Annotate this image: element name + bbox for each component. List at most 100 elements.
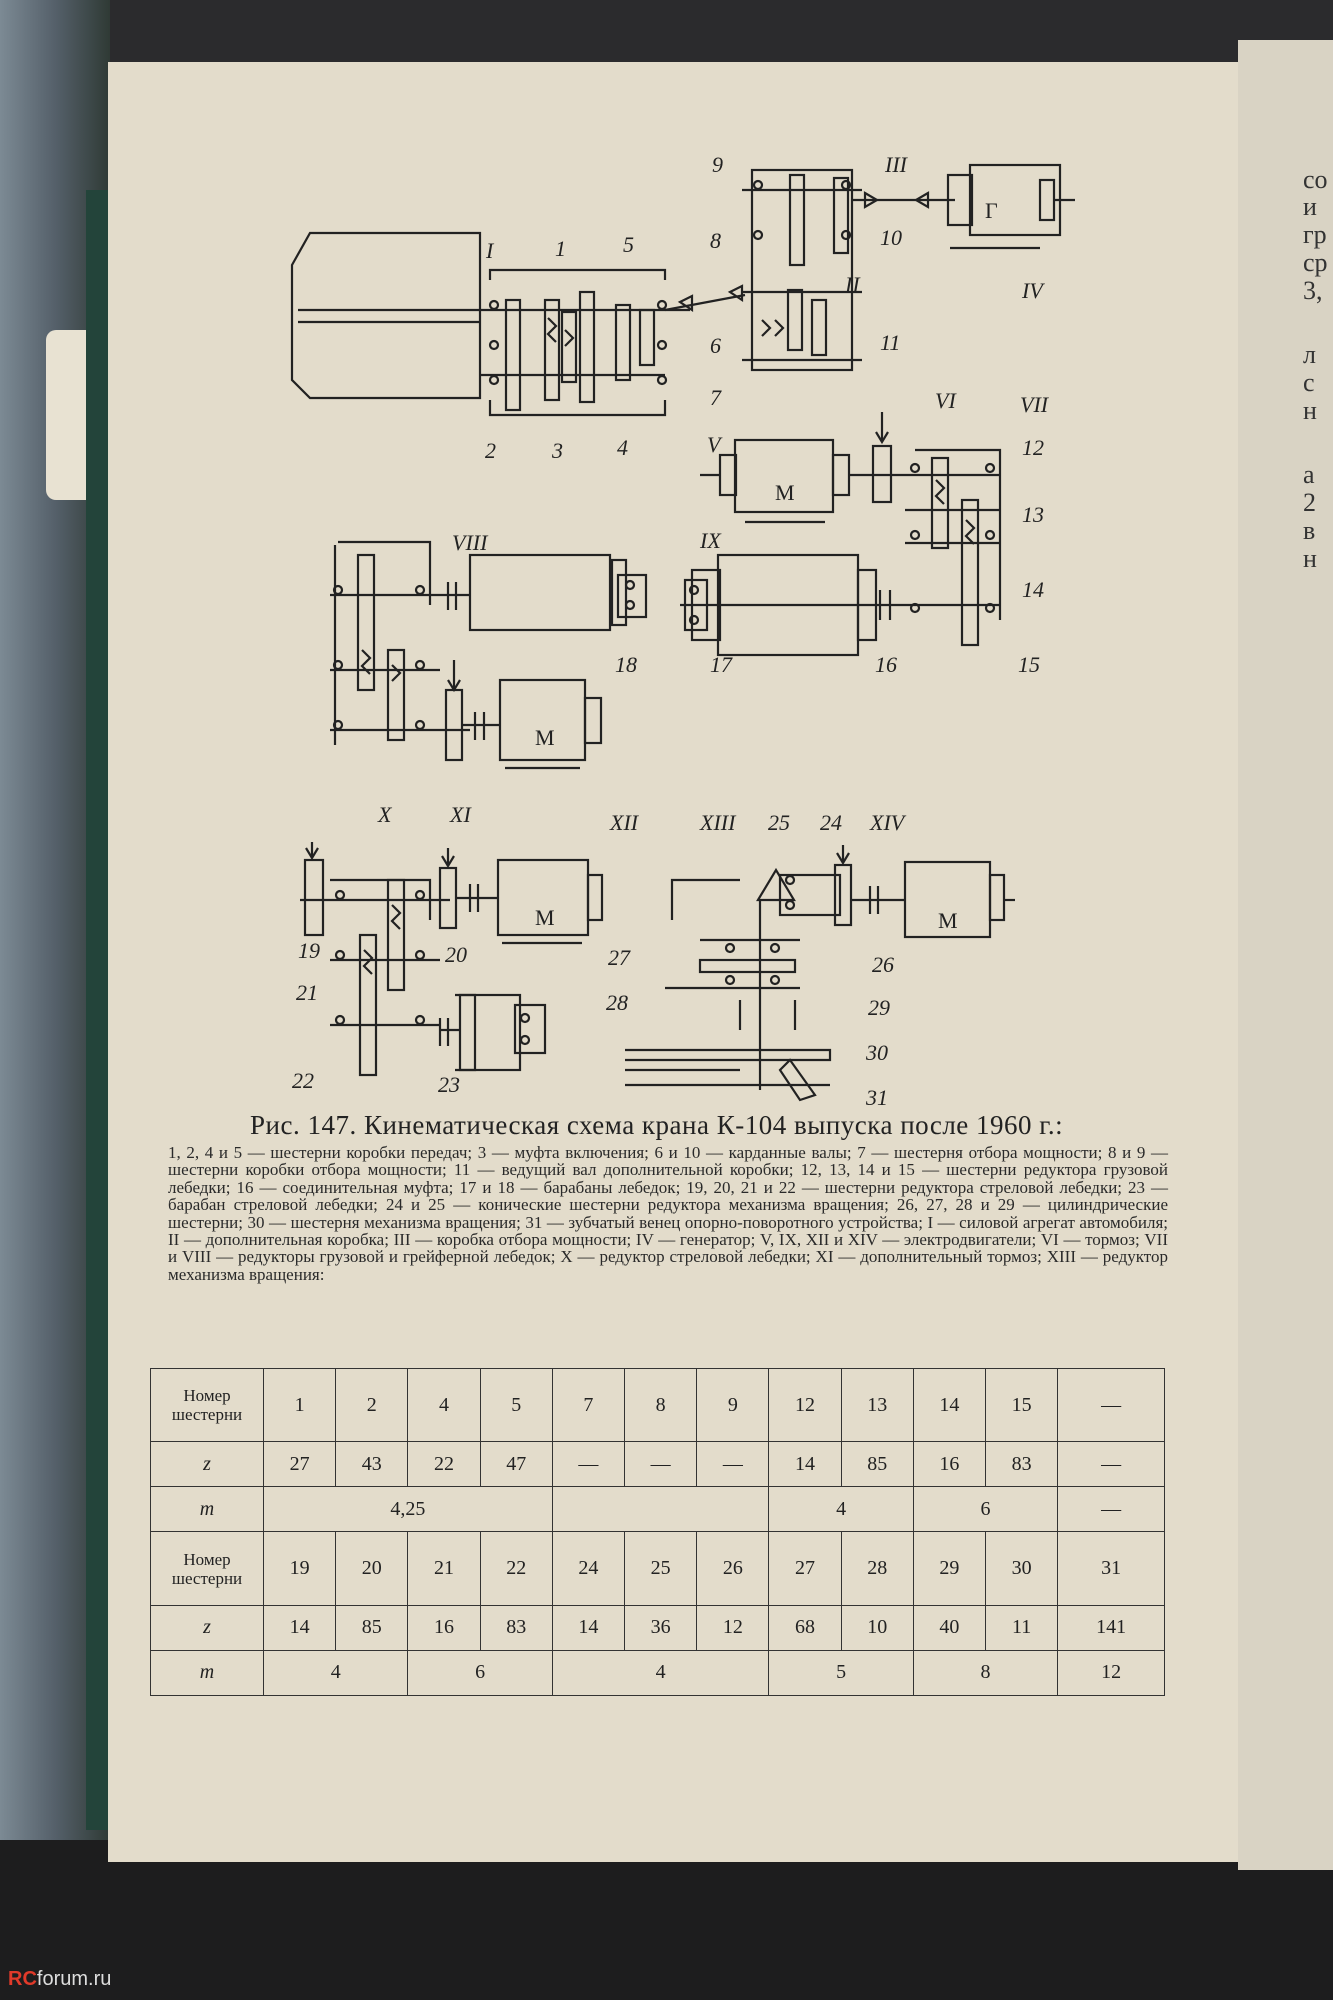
background-bottom bbox=[0, 1840, 1333, 2000]
right-page-text: с bbox=[1303, 368, 1315, 397]
label-9: 9 bbox=[712, 152, 723, 177]
reducer-XIII bbox=[665, 867, 842, 1050]
table-cell: 2 bbox=[335, 1367, 409, 1443]
label-roman-III: III bbox=[884, 152, 909, 177]
drum-18 bbox=[440, 553, 648, 632]
label-roman-XII: XII bbox=[609, 810, 640, 835]
label-15: 15 bbox=[1018, 652, 1040, 677]
row-header-m: m bbox=[150, 1486, 264, 1533]
table-cell: 5 bbox=[768, 1649, 914, 1697]
generator-letter: Г bbox=[985, 198, 998, 223]
label-roman-I: I bbox=[485, 238, 495, 263]
shaft-10 bbox=[852, 191, 955, 209]
reducer-X bbox=[300, 842, 450, 1077]
watermark-brand: RC bbox=[8, 1968, 37, 1990]
label-roman-V: V bbox=[707, 432, 723, 457]
label-24: 24 bbox=[820, 810, 842, 835]
row-header-z: z bbox=[150, 1604, 264, 1651]
table-cell: 24 bbox=[551, 1531, 626, 1606]
table-cell: 83 bbox=[985, 1441, 1059, 1488]
right-page-text: в bbox=[1303, 516, 1316, 545]
right-page: со и гр ср 3, л с н а 2 в н bbox=[1238, 40, 1333, 1870]
generator-IV bbox=[946, 163, 1075, 250]
table-cell: 22 bbox=[479, 1531, 553, 1606]
table-cell: 40 bbox=[912, 1604, 987, 1651]
table-row-m-1: m 4,25 4 6 — bbox=[150, 1486, 1165, 1533]
right-page-text: ср bbox=[1303, 248, 1328, 277]
table-cell: — bbox=[1057, 1486, 1165, 1533]
label-23: 23 bbox=[438, 1072, 460, 1097]
gearbox bbox=[480, 268, 690, 417]
watermark-domain: forum.ru bbox=[36, 1968, 112, 1990]
table-cell: — bbox=[551, 1441, 626, 1488]
site-watermark: RCforum.ru bbox=[8, 1968, 111, 1991]
table-cell: 14 bbox=[262, 1604, 337, 1651]
label-21: 21 bbox=[296, 980, 318, 1005]
label-4: 4 bbox=[617, 435, 628, 460]
table-cell: 15 bbox=[985, 1367, 1059, 1443]
label-3: 3 bbox=[551, 438, 563, 463]
table-cell: 28 bbox=[840, 1531, 914, 1606]
label-roman-VI: VI bbox=[935, 388, 957, 413]
table-row-m-2: m 4 6 4 5 8 12 bbox=[150, 1649, 1165, 1697]
motor-letter: М bbox=[535, 725, 555, 750]
table-cell: 4,25 bbox=[263, 1486, 553, 1533]
table-cell: 27 bbox=[262, 1441, 337, 1488]
table-cell: 14 bbox=[551, 1604, 626, 1651]
motor-letter: М bbox=[938, 908, 958, 933]
table-cell: 4 bbox=[262, 1649, 409, 1697]
label-5: 5 bbox=[623, 232, 634, 257]
table-cell: 29 bbox=[912, 1531, 987, 1606]
table-cell: 8 bbox=[624, 1367, 698, 1443]
drum-23 bbox=[438, 993, 547, 1072]
table-row-gear-numbers-2: Номер шестерни 19 20 21 22 24 25 26 27 2… bbox=[150, 1531, 1165, 1606]
pto-box-II-III bbox=[742, 168, 862, 372]
label-19: 19 bbox=[298, 938, 320, 963]
motor-XIV bbox=[833, 845, 1015, 939]
label-12: 12 bbox=[1022, 435, 1044, 460]
table-cell: 6 bbox=[407, 1649, 553, 1697]
label-13: 13 bbox=[1022, 502, 1044, 527]
figure-caption-title: Рис. 147. Кинематическая схема крана К-1… bbox=[250, 1110, 1064, 1140]
right-page-text: 3, bbox=[1303, 276, 1323, 305]
table-cell: 6 bbox=[912, 1486, 1059, 1533]
row-header-m: m bbox=[150, 1649, 264, 1697]
table-cell: 20 bbox=[335, 1531, 409, 1606]
right-page-text: л bbox=[1303, 340, 1316, 369]
motor-V bbox=[700, 438, 851, 524]
right-page-text: и bbox=[1303, 192, 1317, 221]
label-30: 30 bbox=[865, 1040, 888, 1065]
figure-legend: 1, 2, 4 и 5 — шестерни коробки передач; … bbox=[168, 1143, 1168, 1284]
label-28: 28 bbox=[606, 990, 628, 1015]
table-cell: 85 bbox=[840, 1441, 914, 1488]
table-cell: 21 bbox=[407, 1531, 481, 1606]
table-cell: 85 bbox=[335, 1604, 409, 1651]
table-cell: 19 bbox=[262, 1531, 337, 1606]
label-29: 29 bbox=[868, 995, 890, 1020]
label-26: 26 bbox=[872, 952, 894, 977]
label-roman-XIII: XIII bbox=[699, 810, 737, 835]
table-cell: 16 bbox=[912, 1441, 987, 1488]
label-roman-X: X bbox=[377, 802, 393, 827]
reducer-VII bbox=[905, 448, 1002, 647]
table-cell: 12 bbox=[768, 1367, 842, 1443]
table-cell: 9 bbox=[696, 1367, 770, 1443]
label-16: 16 bbox=[875, 652, 897, 677]
table-cell: — bbox=[624, 1441, 698, 1488]
table-row-z-1: z 27 43 22 47 — — — 14 85 16 83 — bbox=[150, 1441, 1165, 1488]
label-1: 1 bbox=[555, 236, 566, 261]
label-25: 25 bbox=[768, 810, 790, 835]
label-11: 11 bbox=[880, 330, 900, 355]
label-7: 7 bbox=[710, 385, 722, 410]
right-page-text: н bbox=[1303, 544, 1317, 573]
reducer-VIII bbox=[330, 540, 470, 745]
label-roman-VIII: VIII bbox=[452, 530, 489, 555]
row-header-gear: Номер шестерни bbox=[150, 1531, 264, 1606]
table-cell: 1 bbox=[262, 1367, 337, 1443]
table-cell: 43 bbox=[335, 1441, 409, 1488]
table-cell: 11 bbox=[985, 1604, 1059, 1651]
book-spine bbox=[86, 190, 112, 1830]
table-cell: 5 bbox=[479, 1367, 553, 1443]
label-roman-IX: IX bbox=[699, 528, 722, 553]
